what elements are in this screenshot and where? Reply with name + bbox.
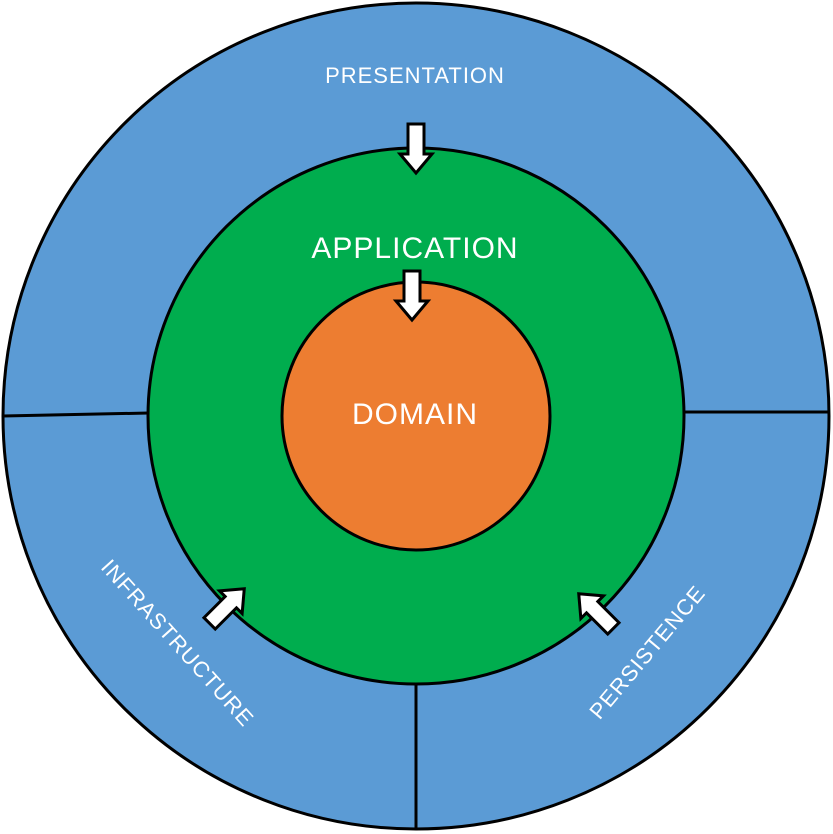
arrow-up-right-icon [201, 587, 246, 632]
divider-left [2, 411, 150, 418]
arrow-down-icon [396, 122, 436, 176]
arrow-up-left-icon [577, 592, 622, 637]
application-label: APPLICATION [311, 232, 518, 265]
arrow-down-icon [392, 269, 432, 323]
domain-label: DOMAIN [352, 398, 478, 431]
presentation-label: PRESENTATION [325, 63, 505, 88]
